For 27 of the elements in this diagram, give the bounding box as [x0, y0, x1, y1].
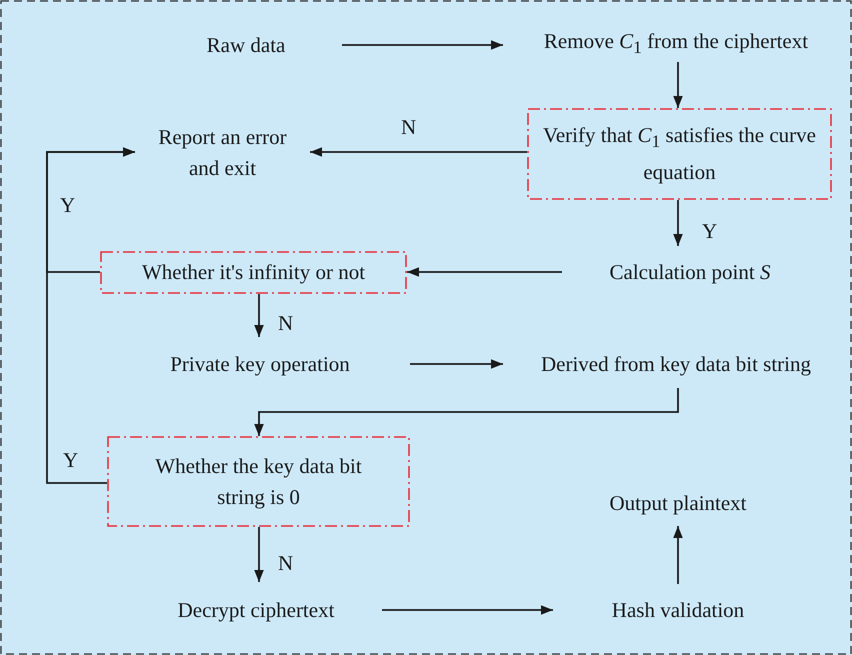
step-label: Output plaintext	[609, 490, 747, 516]
step-label: Derived from key data bit string	[540, 350, 811, 378]
arrow	[254, 294, 264, 337]
decision-text: Whether it's infinity or not	[142, 259, 366, 286]
decision-box	[100, 251, 407, 294]
decision-text: Whether the key data bit string is 0	[154, 452, 363, 510]
arrow	[673, 62, 683, 108]
step-label: Report an error and exit	[157, 124, 288, 182]
decision-text: Verify that C$_{1}$ satisfies the curve equation	[542, 122, 817, 186]
step-label: Decrypt ciphertext	[178, 596, 334, 624]
arrow	[46, 147, 135, 484]
arrow	[382, 605, 553, 615]
step-label: Hash validation	[612, 596, 744, 624]
arrow	[410, 359, 503, 369]
arrow	[254, 388, 679, 436]
arrow	[673, 200, 683, 246]
step-label: Private key operation	[170, 350, 350, 378]
arrow	[673, 526, 683, 584]
arrow	[407, 267, 562, 277]
arrow	[254, 527, 264, 582]
arrow	[310, 147, 527, 157]
decision-box	[527, 108, 832, 200]
decision-box	[107, 436, 410, 527]
step-label: Raw data	[206, 32, 286, 58]
step-label: Calculation point S	[610, 258, 770, 286]
step-label: Remove C$_{1}$ from the ciphertext	[544, 28, 808, 60]
arrow	[342, 40, 503, 50]
